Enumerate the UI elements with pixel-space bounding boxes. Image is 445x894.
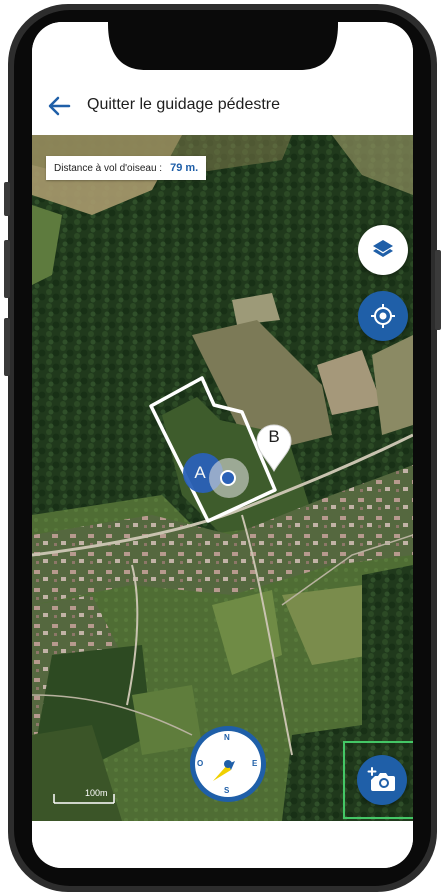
- layers-button[interactable]: [358, 225, 408, 275]
- marker-b-label: B: [268, 427, 280, 446]
- distance-value: 79 m.: [170, 162, 199, 174]
- satellite-map[interactable]: Distance à vol d'oiseau : 79 m.: [32, 135, 413, 821]
- map-pin-icon: [256, 424, 292, 472]
- app-screen: Quitter le guidage pédestre: [32, 22, 413, 868]
- camera-add-icon: [367, 767, 395, 791]
- camera-highlight: [343, 741, 413, 819]
- compass-icon: [190, 726, 266, 802]
- scale-bar-label: 100m: [85, 788, 108, 798]
- marker-b[interactable]: B: [255, 423, 293, 473]
- header: Quitter le guidage pédestre: [32, 22, 413, 135]
- add-photo-button[interactable]: [357, 755, 407, 805]
- distance-label: Distance à vol d'oiseau :: [54, 162, 163, 174]
- arrow-left-icon[interactable]: [46, 92, 74, 120]
- compass-north-label: N: [224, 733, 230, 742]
- crosshair-icon: [371, 304, 395, 328]
- layers-icon: [373, 240, 393, 257]
- user-position-marker: [209, 458, 249, 498]
- quit-guidance-link[interactable]: Quitter le guidage pédestre: [87, 96, 281, 113]
- footer-bar: [32, 821, 413, 868]
- distance-indicator: Distance à vol d'oiseau : 79 m.: [46, 156, 207, 180]
- marker-a-label: A: [194, 463, 206, 482]
- compass-east-label: E: [252, 759, 258, 768]
- compass-west-label: O: [197, 759, 204, 768]
- locate-button[interactable]: [358, 291, 408, 341]
- user-location-dot: [220, 470, 236, 486]
- compass-south-label: S: [224, 786, 230, 795]
- compass[interactable]: N E S O: [189, 725, 267, 803]
